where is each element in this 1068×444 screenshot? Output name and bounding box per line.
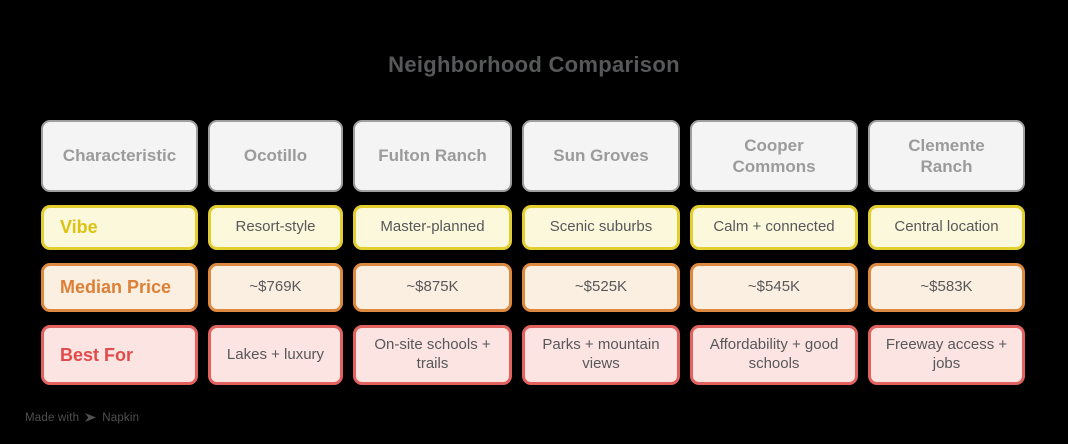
header-label: Clemente Ranch <box>908 135 985 176</box>
cell-vibe-clemente-ranch: Central location <box>868 205 1025 250</box>
cell-best-fulton-ranch: On-site schools + trails <box>353 325 512 385</box>
header-label: Sun Groves <box>553 146 649 166</box>
header-cell-sun-groves: Sun Groves <box>522 120 680 192</box>
header-cell-ocotillo: Ocotillo <box>208 120 343 192</box>
cell-vibe-fulton-ranch: Master-planned <box>353 205 512 250</box>
header-cell-characteristic: Characteristic <box>41 120 198 192</box>
header-label: Ocotillo <box>243 146 308 166</box>
header-cell-fulton-ranch: Fulton Ranch <box>353 120 512 192</box>
cell-price-clemente-ranch: ~$583K <box>868 263 1025 312</box>
header-label: Fulton Ranch <box>378 146 487 166</box>
comparison-table: Characteristic Ocotillo Fulton Ranch Sun… <box>41 120 1025 385</box>
cell-best-cooper-commons: Affordability + good schools <box>690 325 858 385</box>
chart-title: Neighborhood Comparison <box>388 52 680 77</box>
made-with-napkin: Made with Napkin <box>25 411 139 424</box>
header-cell-clemente-ranch: Clemente Ranch <box>868 120 1025 192</box>
row-label-median-price: Median Price <box>41 263 198 312</box>
cell-price-fulton-ranch: ~$875K <box>353 263 512 312</box>
row-label-best-for: Best For <box>41 325 198 385</box>
cell-best-ocotillo: Lakes + luxury <box>208 325 343 385</box>
cell-best-sun-groves: Parks + mountain views <box>522 325 680 385</box>
cell-vibe-cooper-commons: Calm + connected <box>690 205 858 250</box>
cell-price-sun-groves: ~$525K <box>522 263 680 312</box>
napkin-brand-text: Napkin <box>102 411 140 424</box>
cell-price-ocotillo: ~$769K <box>208 263 343 312</box>
row-label-vibe: Vibe <box>41 205 198 250</box>
cell-price-cooper-commons: ~$545K <box>690 263 858 312</box>
cell-vibe-ocotillo: Resort-style <box>208 205 343 250</box>
made-with-text: Made with <box>25 411 80 424</box>
cell-best-clemente-ranch: Freeway access + jobs <box>868 325 1025 385</box>
cell-vibe-sun-groves: Scenic suburbs <box>522 205 680 250</box>
header-cell-cooper-commons: Cooper Commons <box>690 120 858 192</box>
napkin-pen-icon <box>84 411 97 424</box>
header-label: Characteristic <box>62 146 177 166</box>
header-label: Cooper Commons <box>732 135 816 176</box>
